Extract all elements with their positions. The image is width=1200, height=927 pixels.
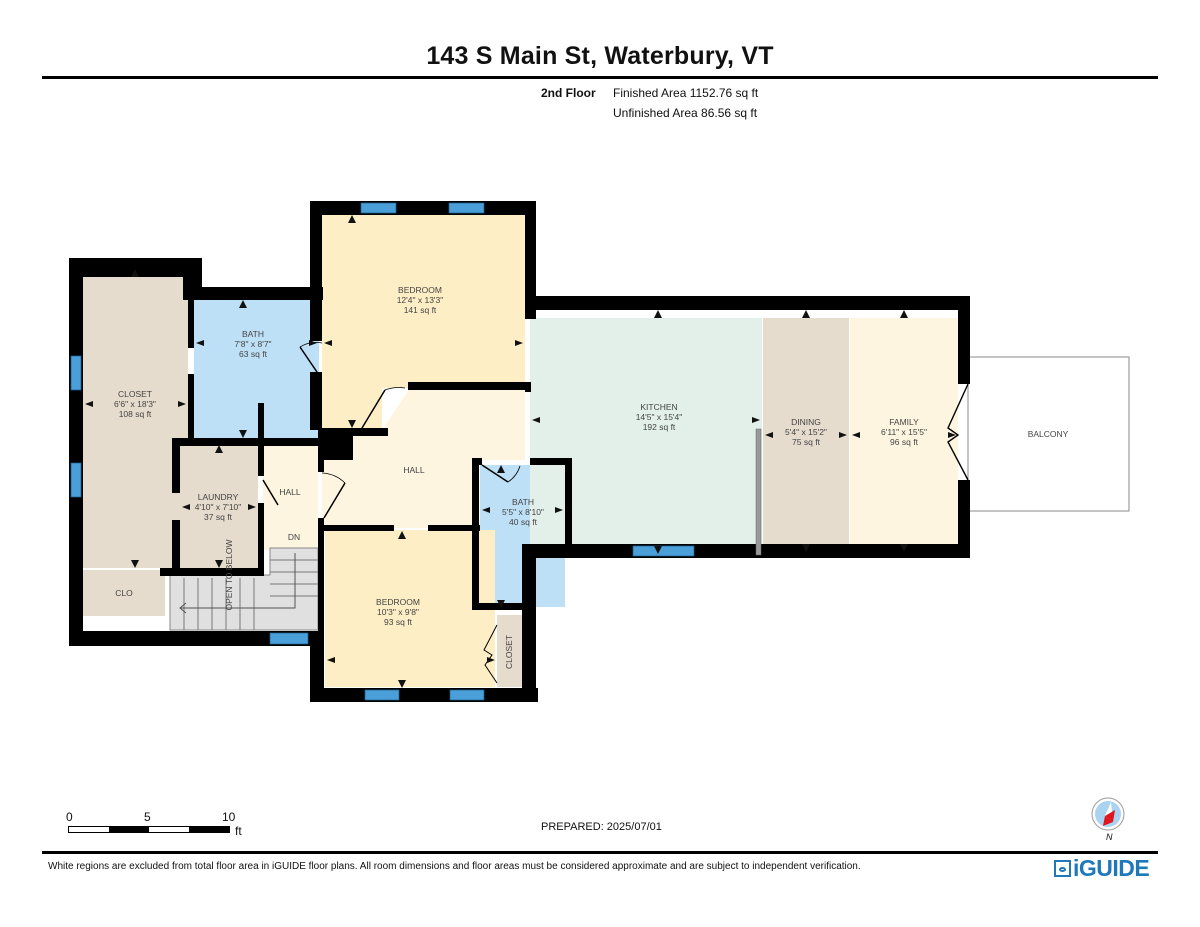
iguide-logo-icon — [1054, 860, 1071, 877]
bath-lower-area: 40 sq ft — [509, 517, 538, 527]
bath-lower-name: BATH — [512, 497, 534, 507]
bedroom-lower-dims: 10'3" x 9'8" — [377, 607, 419, 617]
balcony-outline — [967, 356, 1130, 512]
bath-upper-dims: 7'8" x 8'7" — [234, 339, 271, 349]
bath-upper-area: 63 sq ft — [239, 349, 268, 359]
bedroom-upper-name: BEDROOM — [398, 285, 442, 295]
clo-white-strip — [83, 616, 165, 631]
closet-lower-name: CLOSET — [504, 635, 514, 669]
bedroom-upper-area: 141 sq ft — [404, 305, 437, 315]
closet-lower-fill — [497, 615, 522, 687]
clo-fill — [83, 570, 165, 616]
laundry-name: LAUNDRY — [198, 492, 239, 502]
floor-label: 2nd Floor — [541, 86, 596, 100]
scale-label-10: 10 — [222, 810, 236, 824]
kitchen-dims: 14'5" x 15'4" — [636, 412, 683, 422]
dining-fill — [763, 318, 849, 544]
bedroom-upper-fill — [322, 215, 525, 388]
top-white-strip — [530, 310, 958, 318]
iguide-logo: iGUIDE — [1054, 855, 1150, 882]
finished-area: Finished Area 1152.76 sq ft — [613, 86, 759, 100]
dining-dims: 5'4" x 15'2" — [785, 427, 827, 437]
prepared-date: PREPARED: 2025/07/01 — [541, 821, 662, 833]
bedroom-lower-fill — [325, 530, 495, 687]
dimension-markers — [85, 215, 956, 688]
balcony-name: BALCONY — [1028, 429, 1069, 439]
closet-left-name: CLOSET — [118, 389, 152, 399]
closet-left-area: 108 sq ft — [119, 409, 152, 419]
bath-upper-fill — [194, 300, 319, 438]
kitchen-name: KITCHEN — [640, 402, 677, 412]
windows — [70, 202, 695, 701]
footer-divider — [42, 851, 1158, 854]
family-name: FAMILY — [889, 417, 919, 427]
open-to-below-label: OPEN TO BELOW — [224, 539, 234, 610]
family-area: 96 sq ft — [890, 437, 919, 447]
header-divider — [42, 76, 1158, 79]
scale-label-5: 5 — [144, 810, 151, 824]
dining-area: 75 sq ft — [792, 437, 821, 447]
bath-lower-dims: 5'5" x 8'10" — [502, 507, 544, 517]
north-compass-icon: N — [1091, 797, 1125, 842]
disclaimer-text: White regions are excluded from total fl… — [48, 861, 861, 872]
bath-upper-name: BATH — [242, 329, 264, 339]
bedroom-lower-area: 93 sq ft — [384, 617, 413, 627]
iguide-logo-text: iGUIDE — [1073, 855, 1150, 881]
scale-bar — [68, 826, 230, 833]
bedroom-lower-name: BEDROOM — [376, 597, 420, 607]
kitchen-half-wall — [755, 428, 762, 556]
room-labels: CLOSET 6'6" x 18'3" 108 sq ft BATH 7'8" … — [114, 285, 1069, 669]
family-dims: 6'11" x 15'5" — [881, 427, 927, 437]
kitchen-area: 192 sq ft — [643, 422, 676, 432]
family-fill — [850, 318, 958, 544]
compass-north-label: N — [1106, 832, 1113, 842]
laundry-area: 37 sq ft — [204, 512, 233, 522]
clo-name: CLO — [115, 588, 133, 598]
closet-left-dims: 6'6" x 18'3" — [114, 399, 156, 409]
hall-small-name: HALL — [279, 487, 301, 497]
doors — [262, 342, 969, 684]
property-address-title: 143 S Main St, Waterbury, VT — [426, 42, 774, 70]
staircase — [169, 547, 319, 631]
stairs-down-label: DN — [288, 532, 300, 542]
scale-unit: ft — [235, 824, 242, 838]
bedroom-upper-dims: 12'4" x 13'3" — [397, 295, 444, 305]
laundry-dims: 4'10" x 7'10" — [195, 502, 242, 512]
scale-label-0: 0 — [66, 810, 73, 824]
hall-main-name: HALL — [403, 465, 425, 475]
laundry-fill — [180, 445, 258, 568]
dining-name: DINING — [791, 417, 821, 427]
unfinished-area: Unfinished Area 86.56 sq ft — [613, 106, 758, 120]
closet-left-fill — [83, 277, 188, 568]
